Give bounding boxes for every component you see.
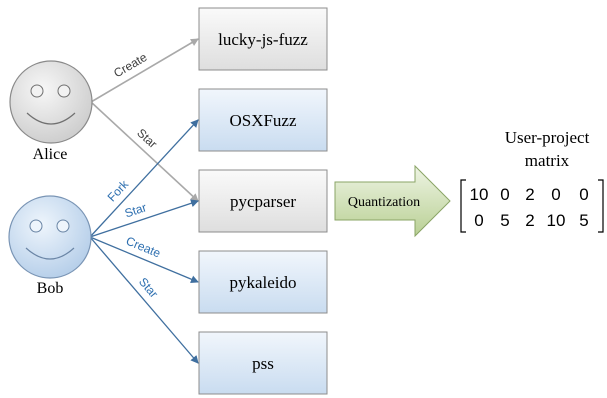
edge-label-alice-pyc: Star <box>134 126 160 151</box>
project-box-lucky-js-fuzz: lucky-js-fuzz <box>198 7 328 71</box>
edge-bob-pyc <box>89 199 199 238</box>
user-label-bob: Bob <box>37 280 64 297</box>
edge-label-bob-osx: Fork <box>105 177 132 205</box>
user-label-alice: Alice <box>33 146 68 163</box>
matrix-cell-r0-c0: 10 <box>470 185 489 204</box>
matrix-cell-r1-c3: 10 <box>547 211 566 230</box>
alice-smiley-icon <box>9 60 93 144</box>
matrix-cell-r0-c2: 2 <box>525 185 534 204</box>
bob-smiley-icon <box>8 195 92 279</box>
matrix-cell-r0-c1: 0 <box>500 185 509 204</box>
matrix-title-line1: User-project <box>505 128 590 147</box>
project-label: pycparser <box>230 192 296 211</box>
project-box-osxfuzz: OSXFuzz <box>198 88 328 152</box>
project-label: lucky-js-fuzz <box>218 30 308 49</box>
project-box-pycparser: pycparser <box>198 169 328 233</box>
project-label: OSXFuzz <box>229 111 297 130</box>
project-label: pykaleido <box>229 273 296 292</box>
quantization-label: Quantization <box>348 195 420 210</box>
edge-label-bob-pyc: Star <box>123 200 148 220</box>
project-box-pykaleido: pykaleido <box>198 250 328 314</box>
matrix-cell-r1-c0: 0 <box>474 211 483 230</box>
project-box-pss: pss <box>198 331 328 395</box>
edges-layer <box>89 38 199 364</box>
matrix-cell-r0-c3: 0 <box>551 185 560 204</box>
edge-label-alice-lucky: Create <box>111 50 149 80</box>
matrix-brackets <box>460 179 604 233</box>
matrix-cell-r0-c4: 0 <box>579 185 588 204</box>
edge-label-bob-pss: Star <box>136 275 161 301</box>
edge-alice-pyc <box>90 101 199 202</box>
edge-bob-pss <box>89 236 199 364</box>
project-label: pss <box>252 354 274 373</box>
matrix-cell-r1-c2: 2 <box>525 211 534 230</box>
edge-bob-osx <box>89 119 199 238</box>
quantization-arrow: Quantization <box>334 164 451 238</box>
edge-label-bob-pyk: Create <box>124 234 163 261</box>
matrix-title-line2: matrix <box>525 151 570 170</box>
matrix-cell-r1-c1: 5 <box>500 211 509 230</box>
edge-bob-pyk <box>89 236 199 283</box>
matrix-cell-r1-c4: 5 <box>579 211 588 230</box>
edge-alice-lucky <box>90 38 199 103</box>
